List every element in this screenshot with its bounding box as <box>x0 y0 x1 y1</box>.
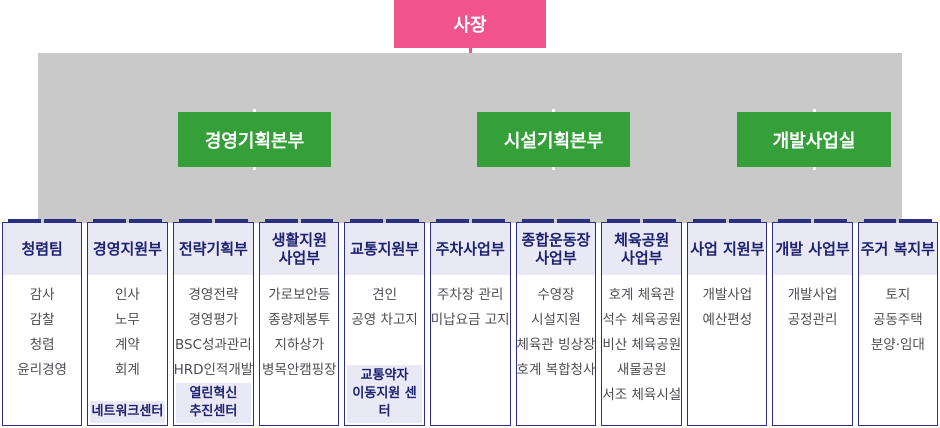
dept-item: 수영장 <box>537 287 575 303</box>
dept-title: 주거 복지부 <box>858 223 938 275</box>
dept-subunit: 교통약자 이동지원 센터 <box>347 365 422 423</box>
dept-top-accent-bar <box>863 219 933 223</box>
dept-item: 가로보안등 <box>268 287 331 303</box>
dept-item: 개발사업 <box>702 287 753 303</box>
dept-top-accent-bar <box>265 219 334 223</box>
president-box: 사장 <box>394 0 546 53</box>
dept-subunit: 열린혁신 추진센터 <box>175 383 252 423</box>
dept-item: 청렴 <box>29 337 55 353</box>
dept-connector-notch <box>640 219 644 223</box>
dept-top-accent-bar <box>8 219 77 223</box>
dept-item: 노무 <box>115 312 140 328</box>
dept-item: 경영전략 <box>188 287 239 303</box>
dept-item: 인사 <box>115 287 140 303</box>
dept-item: 공정관리 <box>787 312 838 328</box>
dept-title: 전략기획부 <box>173 223 254 275</box>
dept-item: 분양·임대 <box>870 337 925 353</box>
dept-item: 감찰 <box>29 312 55 328</box>
dept-title: 교통지원부 <box>345 223 424 275</box>
dept-item: 견인 <box>372 287 398 303</box>
dept-title: 생활지원 사업부 <box>260 223 339 275</box>
dept-item: 호계 체육관 <box>608 287 675 303</box>
dept-item: 종량제봉투 <box>268 312 331 328</box>
dept-top-accent-bar <box>693 219 762 223</box>
dept-item: 체육관 빙상장 <box>516 337 596 353</box>
dept-top-accent-bar <box>93 219 162 223</box>
dept-connector-notch <box>468 219 472 223</box>
dept-title: 경영지원부 <box>88 223 167 275</box>
headquarters-box-facility-planning: 시설기획본부 <box>477 109 630 170</box>
dept-item: 미납요금 고지 <box>430 312 510 328</box>
dept-title: 종합운동장 사업부 <box>516 223 596 275</box>
dept-item: 회계 <box>115 362 140 378</box>
dept-item: 개발사업 <box>787 287 838 303</box>
dept-connector-notch <box>40 219 44 223</box>
dept-item: 공영 차고지 <box>351 312 418 328</box>
dept-item: 토지 <box>885 287 911 303</box>
dept-connector-notch <box>297 219 301 223</box>
dept-item: 지하상가 <box>274 337 325 353</box>
dept-item: 경영평가 <box>188 312 239 328</box>
dept-title: 개발 사업부 <box>773 223 852 275</box>
dept-item: 감사 <box>29 287 55 303</box>
dept-item: 계약 <box>115 337 140 353</box>
dept-item: 주차장 관리 <box>436 287 504 303</box>
dept-top-accent-bar <box>435 219 505 223</box>
dept-title: 주차사업부 <box>430 223 510 275</box>
dept-item: 새물공원 <box>616 362 667 378</box>
dept-item: BSC성과관리 <box>175 337 252 353</box>
dept-item: 병목안캠핑장 <box>262 362 337 378</box>
dept-connector-notch <box>811 219 815 223</box>
dept-item: 윤리경영 <box>17 362 67 378</box>
dept-top-accent-bar <box>607 219 677 223</box>
dept-item: HRD인적개발 <box>173 362 254 378</box>
dept-title: 청렴팀 <box>3 223 82 275</box>
dept-item: 비산 체육공원 <box>602 337 682 353</box>
dept-connector-notch <box>896 219 900 223</box>
dept-title: 체육공원 사업부 <box>602 223 682 275</box>
dept-item: 시설지원 <box>531 312 581 328</box>
dept-top-accent-bar <box>178 219 249 223</box>
dept-top-accent-bar <box>350 219 419 223</box>
dept-item: 서조 체육시설 <box>602 387 682 403</box>
dept-connector-notch <box>554 219 558 223</box>
headquarters-box-development-business: 개발사업실 <box>737 109 891 170</box>
dept-item: 석수 체육공원 <box>602 312 682 328</box>
dept-connector-notch <box>125 219 129 223</box>
dept-connector-notch <box>383 219 387 223</box>
dept-item: 공동주택 <box>873 312 923 328</box>
dept-top-accent-bar <box>778 219 847 223</box>
dept-connector-notch <box>211 219 215 223</box>
dept-subunit: 네트워크센터 <box>90 401 165 423</box>
dept-item: 호계 복합청사 <box>516 362 596 378</box>
dept-top-accent-bar <box>521 219 591 223</box>
headquarters-box-management-planning: 경영기획본부 <box>178 109 331 170</box>
dept-title: 사업 지원부 <box>688 223 767 275</box>
dept-item: 예산편성 <box>702 312 753 328</box>
dept-connector-notch <box>725 219 729 223</box>
